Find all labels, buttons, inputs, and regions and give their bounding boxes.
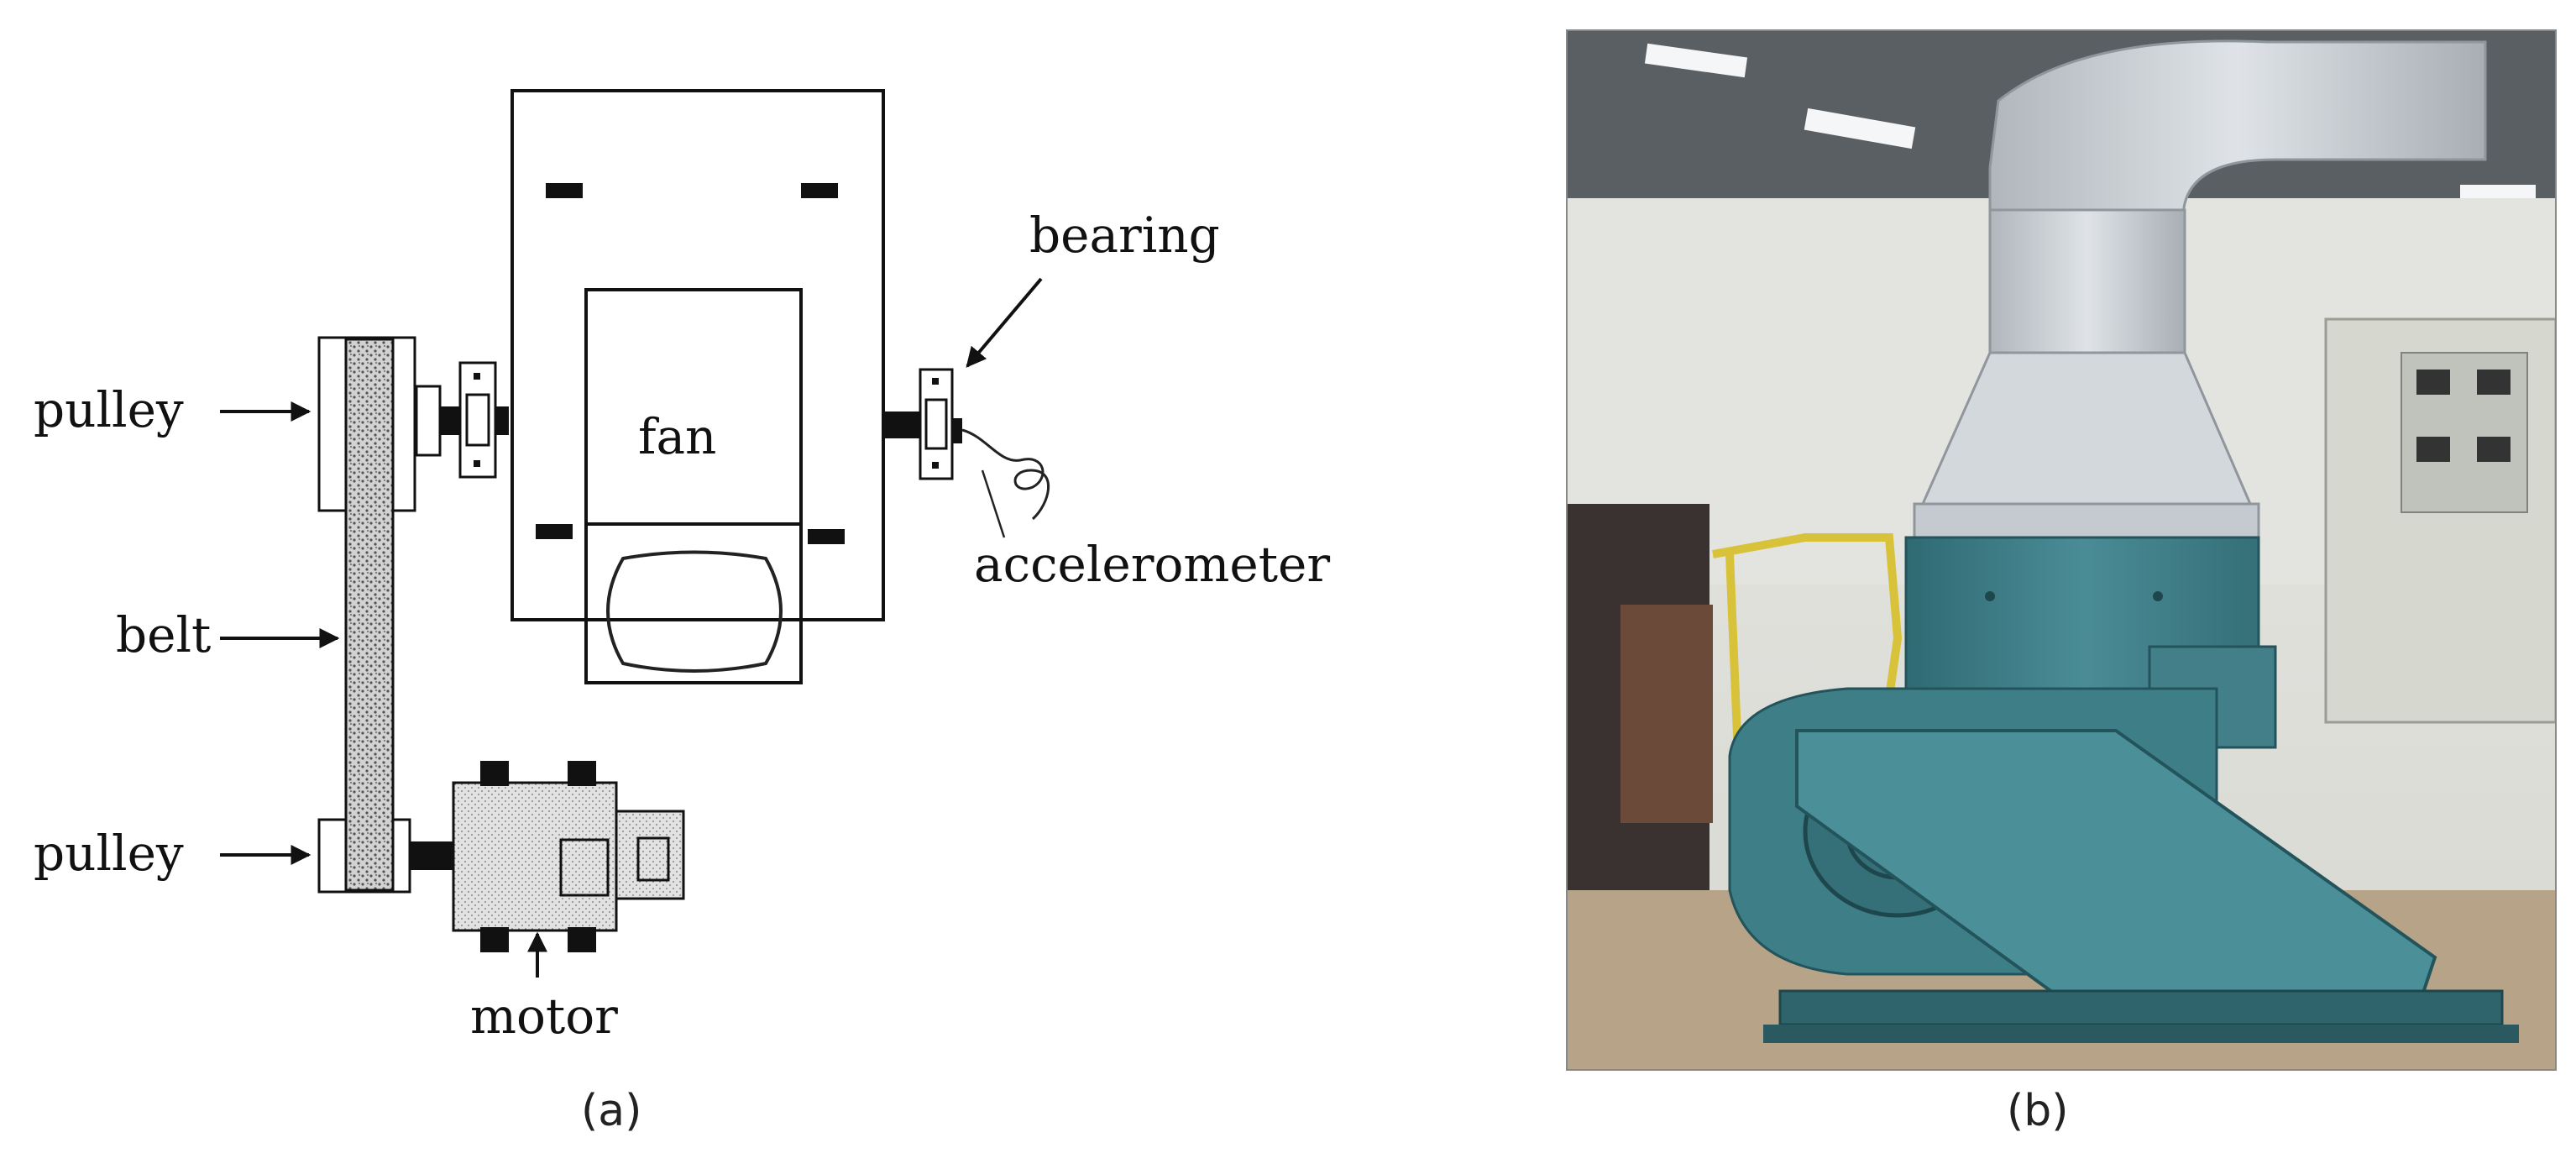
motor-label: motor	[470, 988, 618, 1045]
shaft-right	[883, 412, 920, 438]
cabinet-meter	[2416, 437, 2450, 462]
motor-body	[452, 781, 618, 932]
arrow-bearing	[966, 277, 1043, 368]
right-bearing-inner	[924, 398, 948, 450]
fan-housing	[510, 89, 885, 621]
housing-bolt	[1985, 591, 1995, 601]
motor-foot	[568, 927, 596, 952]
base-frame	[1778, 989, 2504, 1026]
accelerometer-sensor	[952, 418, 962, 443]
left-bearing-bolt	[474, 373, 480, 380]
base-rail	[1763, 1025, 2519, 1043]
safety-rail-post	[1725, 553, 1742, 757]
mount-bolt	[801, 183, 838, 198]
ceiling-light	[1644, 43, 1748, 78]
left-bearing-bolt	[474, 460, 480, 467]
background-equipment-2	[1620, 605, 1713, 823]
motor-foot	[568, 761, 596, 786]
fan-impeller-outline	[606, 550, 783, 673]
pulley-top-label: pulley	[34, 381, 184, 438]
panel-b-caption: (b)	[2007, 1086, 2069, 1136]
housing-bolt	[2153, 591, 2163, 601]
fan-box	[584, 288, 803, 684]
cabinet-meter	[2416, 370, 2450, 395]
mount-bolt	[536, 524, 573, 539]
motor-shaft	[410, 841, 457, 870]
accelerometer-label: accelerometer	[974, 536, 1330, 593]
motor-terminal-box-2	[636, 836, 670, 882]
cabinet-meter	[2477, 370, 2511, 395]
mount-bolt	[808, 529, 845, 544]
motor-end-cap	[615, 810, 685, 900]
safety-rail	[1712, 533, 1903, 757]
accelerometer-leader	[981, 469, 1006, 538]
left-bearing-inner	[465, 393, 490, 447]
right-bearing-bolt	[932, 462, 939, 469]
fan-label: fan	[638, 408, 716, 465]
ceiling-light	[1804, 107, 1916, 149]
duct-vertical	[1988, 208, 2186, 363]
right-bearing-bolt	[932, 378, 939, 385]
accelerometer-cable	[961, 428, 1050, 521]
belt	[344, 338, 395, 892]
pulley-bottom-label: pulley	[34, 825, 184, 882]
panel-a-caption: (a)	[581, 1086, 641, 1136]
cabinet-meter	[2477, 437, 2511, 462]
motor-terminal-box	[559, 838, 610, 897]
left-collar	[415, 385, 442, 457]
motor-foot	[480, 927, 509, 952]
panel-b-photo: (b)	[1566, 29, 2557, 1136]
panel-a-schematic: fan	[34, 89, 1330, 1136]
motor-foot	[480, 761, 509, 786]
mount-bolt	[546, 183, 583, 198]
photo-frame	[1566, 29, 2557, 1071]
belt-label: belt	[116, 606, 211, 663]
bearing-label: bearing	[1029, 207, 1220, 264]
